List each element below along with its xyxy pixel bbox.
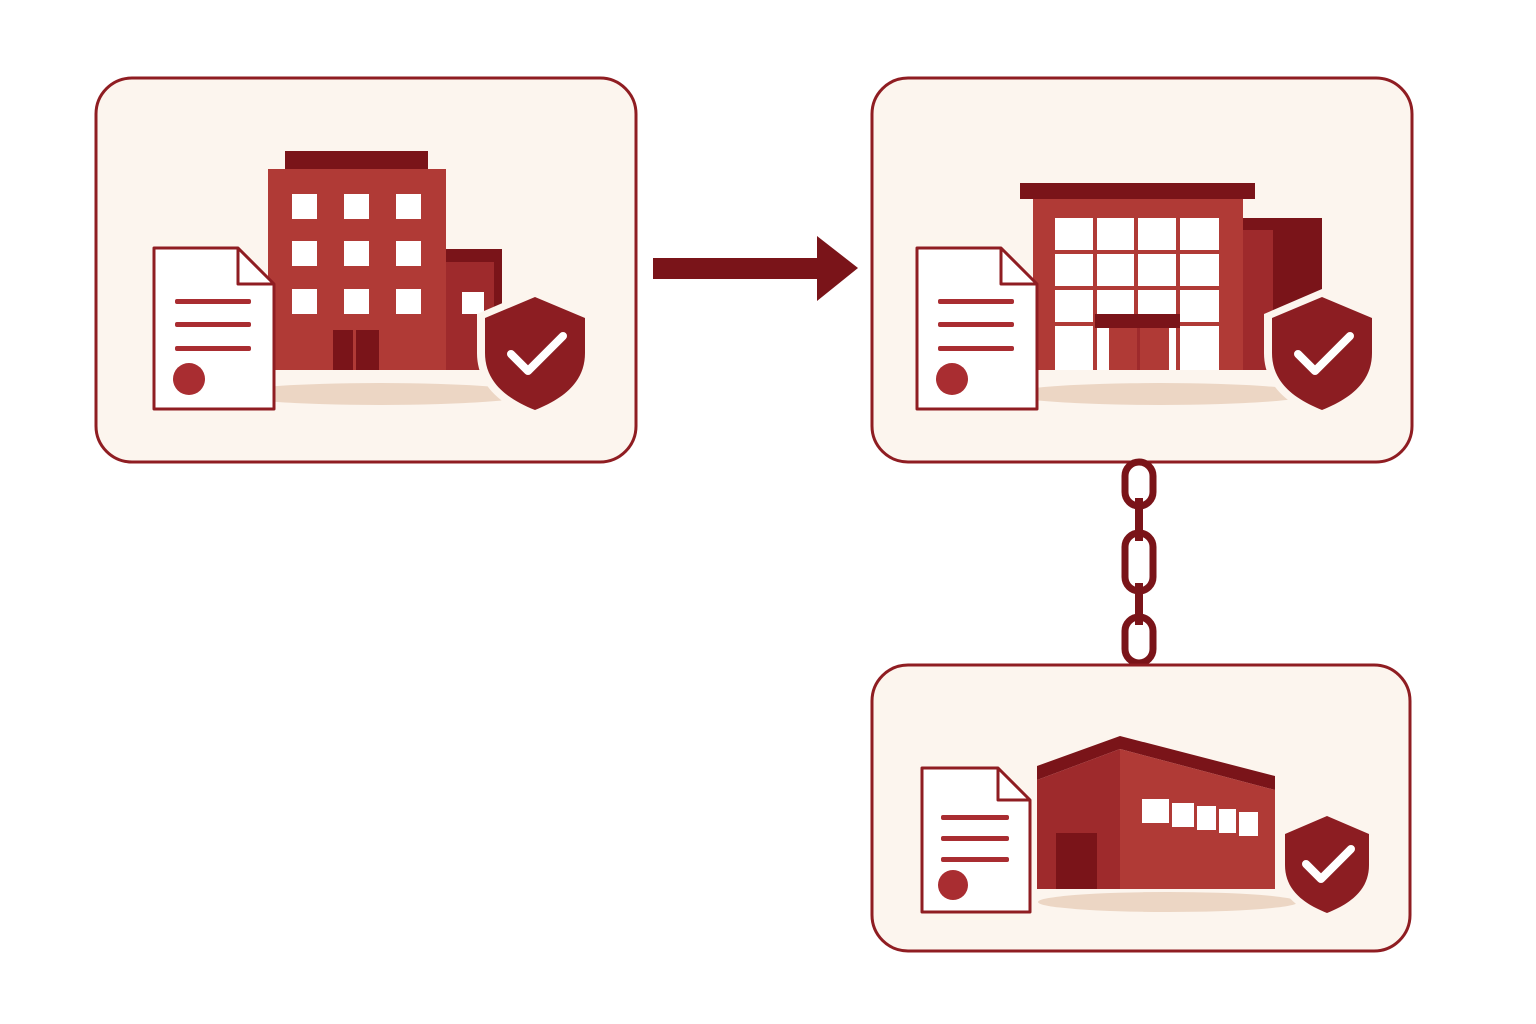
shield-check-icon [1264,289,1380,418]
node-card-warehouse [870,663,1412,953]
node-card-office [94,76,638,464]
shield-check-icon [1277,809,1377,921]
document-icon [915,246,1039,411]
commercial-building-icon [1010,183,1322,405]
arrow-right-icon [653,236,858,301]
chain-link-icon [1121,458,1157,667]
warehouse-icon [1037,736,1298,912]
shield-check-icon [477,289,593,418]
office-building-icon [230,151,530,405]
node-card-commercial [870,76,1414,464]
document-icon [920,766,1032,914]
document-icon [152,246,276,411]
